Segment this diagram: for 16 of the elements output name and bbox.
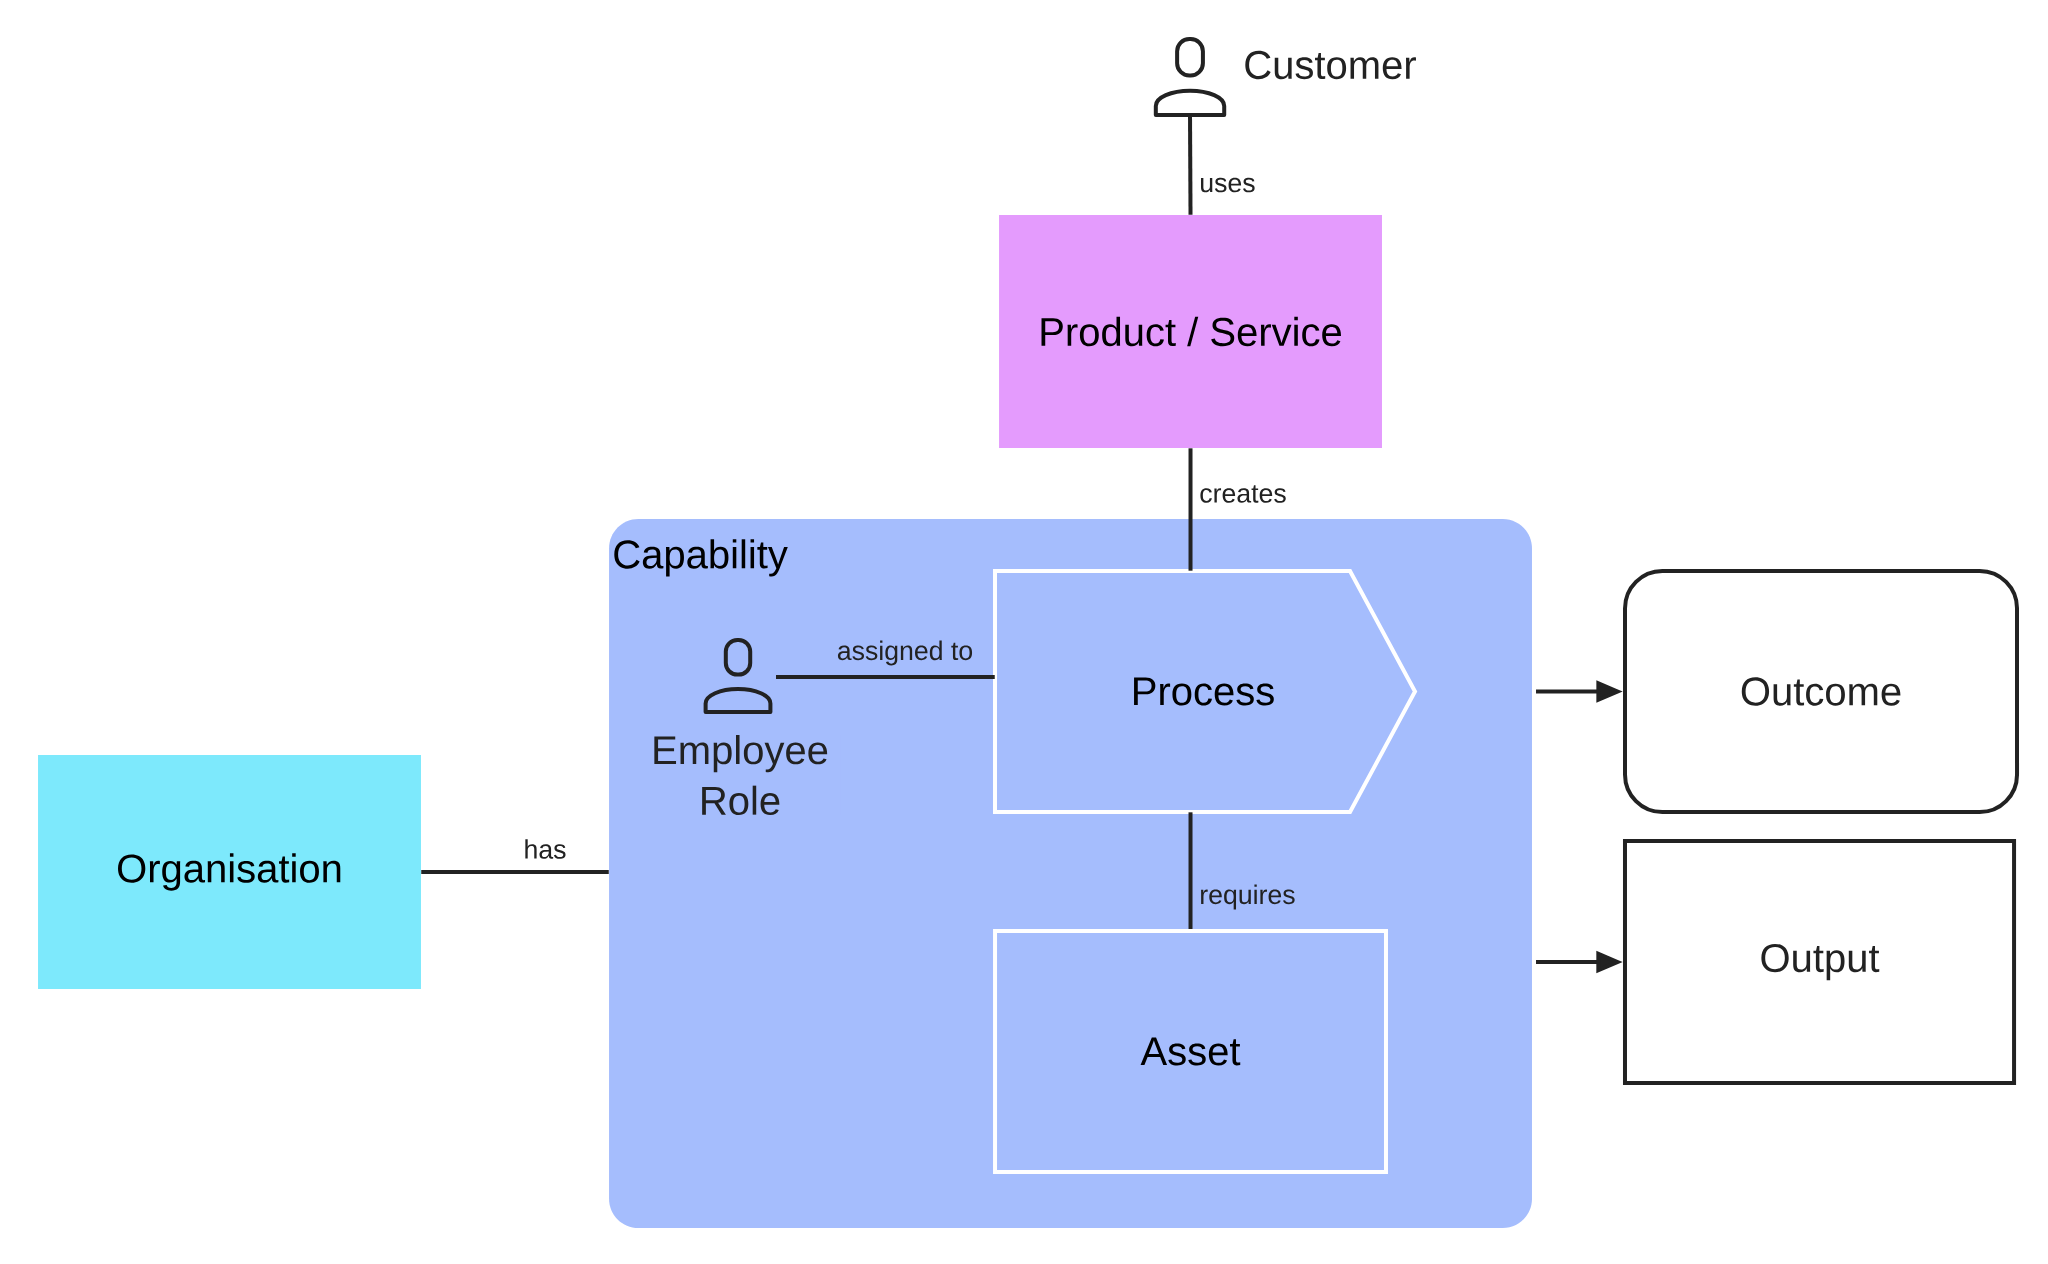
process-box: Output	[1623, 839, 2017, 1085]
connector	[776, 675, 995, 679]
rounded-box: Outcome	[1623, 569, 2019, 815]
connector	[421, 870, 609, 874]
connector	[1188, 448, 1193, 571]
edge-label: uses	[1197, 175, 1258, 195]
process-chevron: Process	[993, 569, 1418, 814]
connector	[1188, 115, 1193, 215]
edge-label: has	[521, 837, 569, 861]
connector	[1188, 812, 1193, 929]
edge-label: creates	[1197, 483, 1289, 505]
edge-label: requires	[1197, 882, 1298, 912]
process-box: Organisation	[38, 755, 421, 989]
process-box: Product / Service	[999, 214, 1382, 449]
process-box: Asset	[993, 929, 1388, 1175]
edge-label: assigned to	[834, 638, 976, 668]
